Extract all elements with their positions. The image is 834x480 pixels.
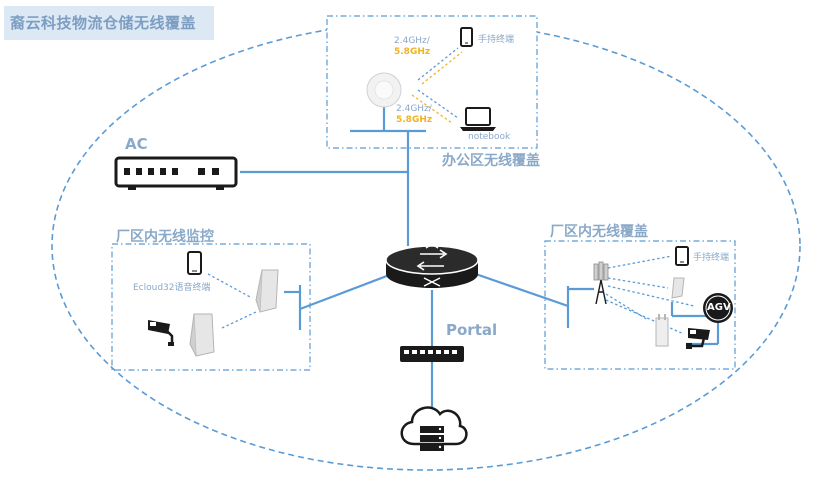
factory-handheld-icon [675, 246, 689, 266]
monitor-camera-icon [148, 320, 174, 346]
agv-label: AGV [707, 302, 731, 313]
office-handheld-label: 手持终端 [478, 35, 515, 45]
notebook-label: notebook [468, 132, 511, 142]
office-freq-bottom-a: 2.4GHz/ [396, 104, 432, 114]
factory-zone-label: 厂区内无线覆盖 [550, 224, 648, 240]
portal-label: Portal [446, 321, 498, 339]
office-freq-top-b: 5.8GHz [394, 47, 431, 57]
wireless-links [207, 47, 695, 335]
monitor-zone-label: 厂区内无线监控 [116, 229, 214, 245]
office-zone-label: 办公区无线覆盖 [442, 153, 540, 169]
voice-terminal-label: Ecloud32语音终端 [133, 283, 211, 293]
cloud-server-icon [400, 406, 468, 451]
office-freq-top-a: 2.4GHz/ [394, 36, 430, 46]
office-zone-box [326, 15, 538, 149]
factory-ap-icon [671, 277, 685, 299]
notebook-icon [460, 107, 496, 131]
core-router-icon [385, 243, 479, 288]
office-handheld-icon [460, 27, 473, 47]
connection-lines [240, 103, 720, 410]
factory-zone-box [544, 240, 736, 370]
factory-handheld-label: 手持终端 [693, 253, 730, 263]
page-title: 裔云科技物流仓储无线覆盖 [10, 14, 197, 32]
ac-controller-icon [114, 156, 238, 190]
outdoor-ap-icon-top [255, 269, 279, 313]
factory-outdoor-ap-icon [655, 314, 669, 347]
antenna-tower-icon [593, 261, 609, 305]
title-banner [4, 6, 214, 40]
factory-camera-icon [686, 328, 710, 349]
portal-switch-icon [400, 346, 464, 362]
office-freq-bottom-b: 5.8GHz [396, 115, 433, 125]
voice-terminal-icon [187, 251, 202, 275]
agv-badge-icon [703, 293, 733, 323]
ceiling-ap-icon [366, 72, 402, 108]
ac-label: AC [125, 135, 148, 153]
monitor-zone-box [111, 243, 311, 371]
outdoor-ap-icon-bottom [189, 313, 215, 357]
